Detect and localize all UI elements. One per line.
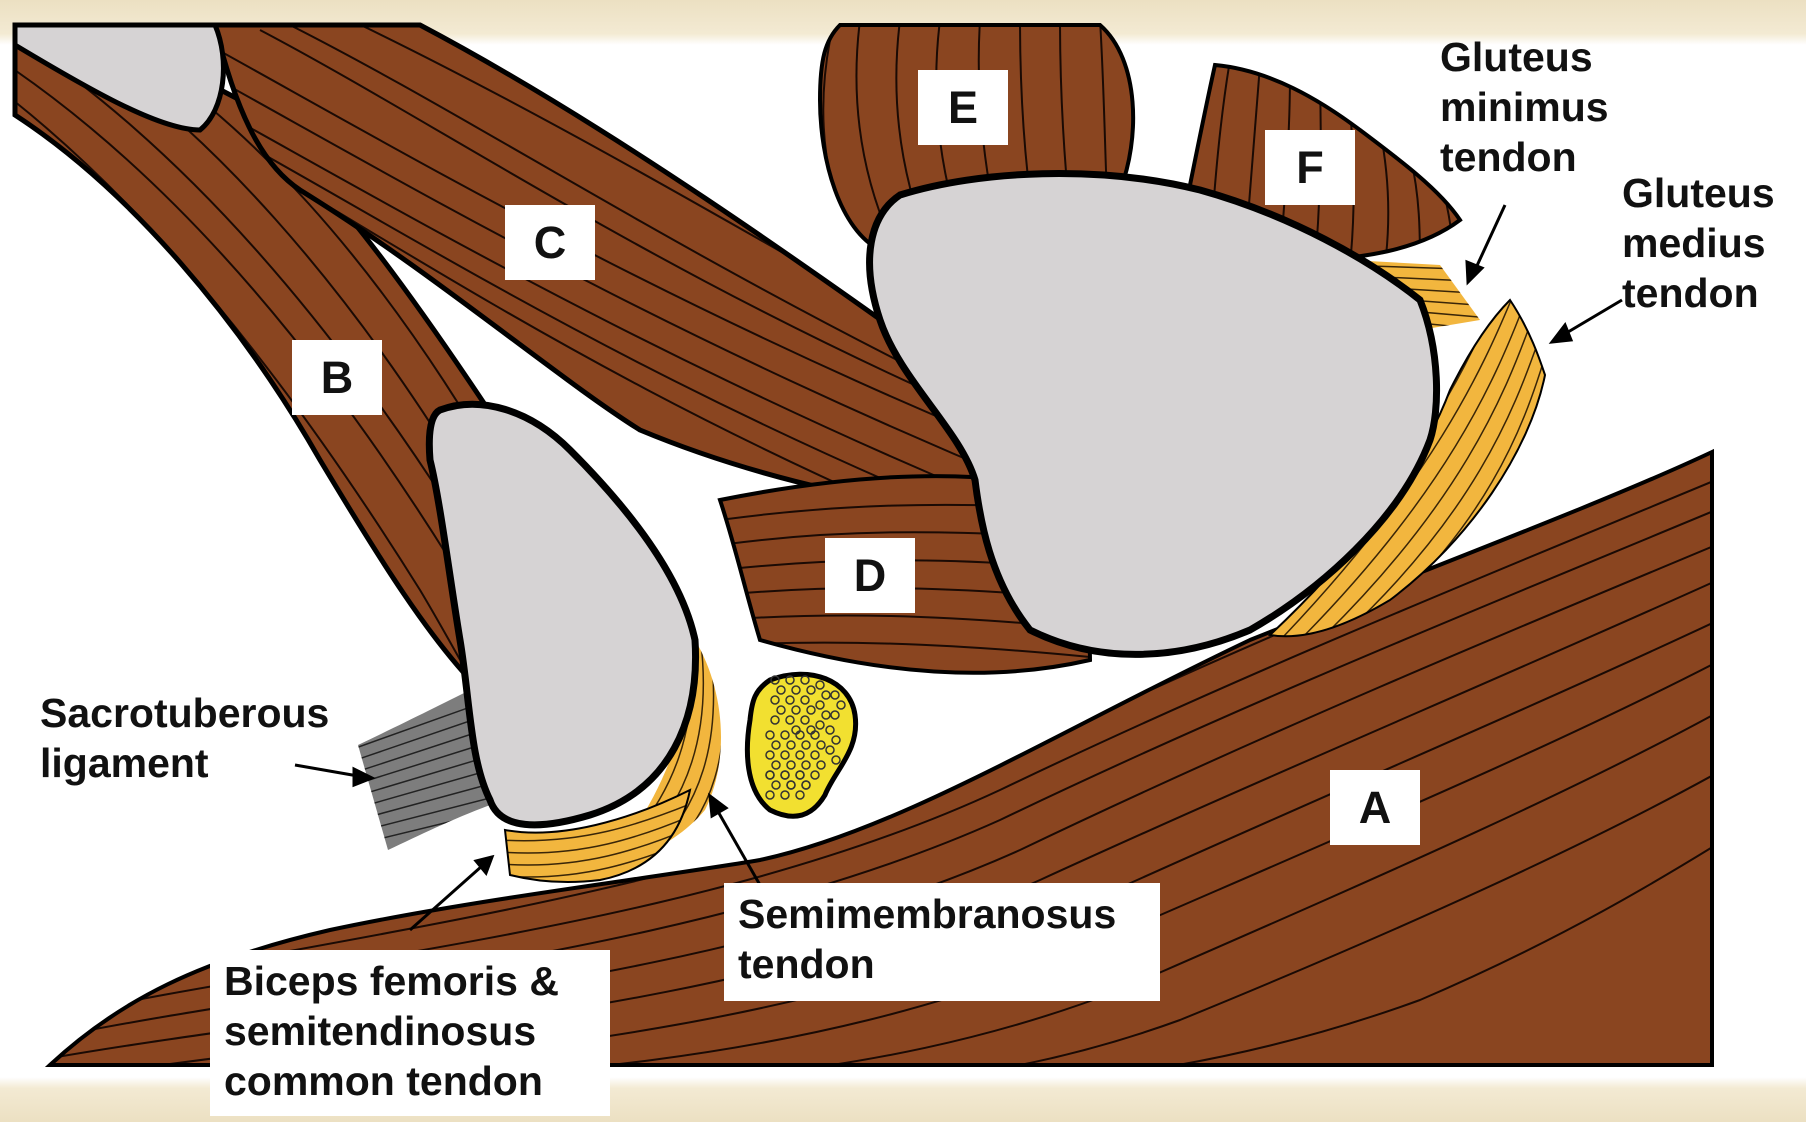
label-sacrotuberous-ligament: Sacrotuberous ligament: [40, 688, 329, 788]
label-muscle-c: C: [505, 205, 595, 280]
label-muscle-a: A: [1330, 770, 1420, 845]
label-gluteus-medius-tendon: Gluteus medius tendon: [1622, 168, 1775, 318]
callout-semimembranosus-tendon: Semimembranosus tendon: [724, 883, 1160, 1001]
callout-biceps-semitendinosus-tendon: Biceps femoris & semitendinosus common t…: [210, 950, 610, 1116]
label-muscle-d: D: [825, 538, 915, 613]
sciatic-nerve: [747, 674, 855, 816]
label-muscle-f: F: [1265, 130, 1355, 205]
label-gluteus-minimus-tendon: Gluteus minimus tendon: [1440, 32, 1609, 182]
label-muscle-b: B: [292, 340, 382, 415]
label-muscle-e: E: [918, 70, 1008, 145]
